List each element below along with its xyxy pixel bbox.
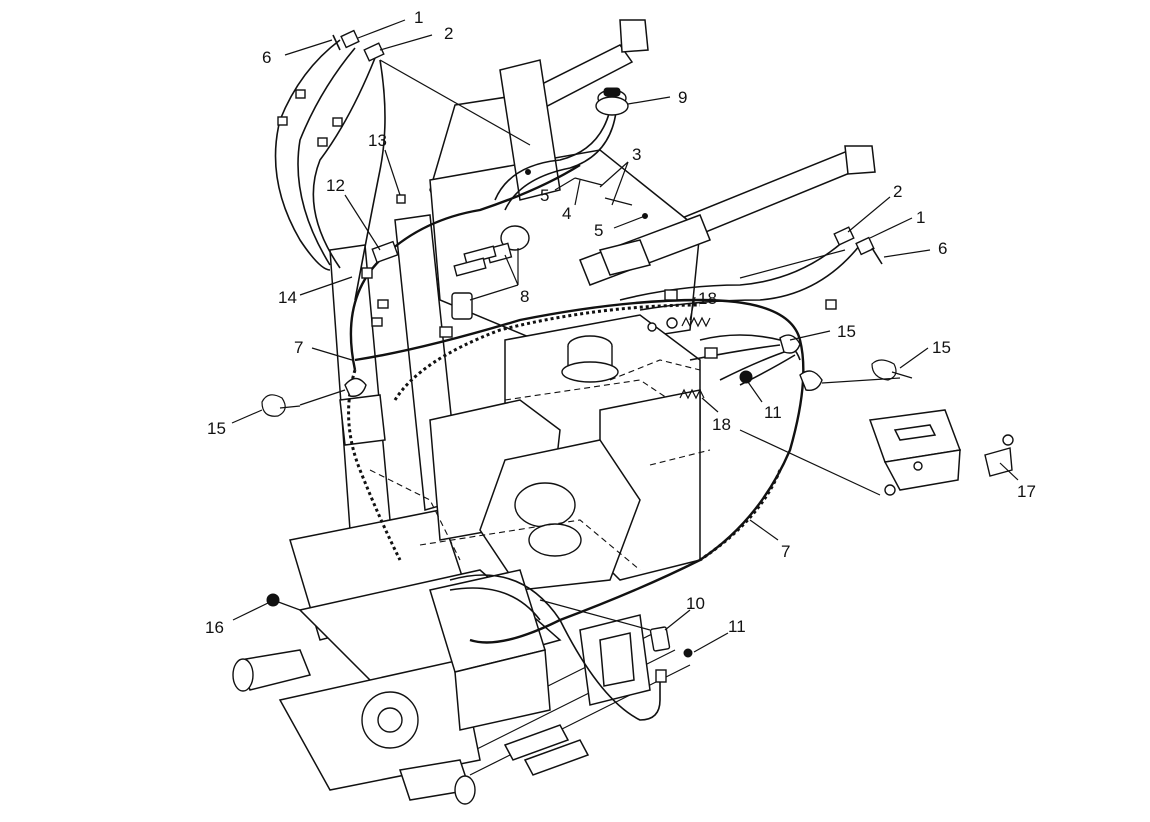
callout-15-right-upper: 15 <box>837 322 856 341</box>
callout-15-far-right: 15 <box>932 338 951 357</box>
callout-1-right: 1 <box>916 208 925 227</box>
callout-7-left: 7 <box>294 338 303 357</box>
callout-1-top: 1 <box>414 8 423 27</box>
callout-18-lower: 18 <box>712 415 731 434</box>
callout-3: 3 <box>632 145 641 164</box>
callout-15-left: 15 <box>207 419 226 438</box>
callout-10: 10 <box>686 594 705 613</box>
callout-5-upper: 5 <box>540 186 549 205</box>
callout-2-top: 2 <box>444 24 453 43</box>
callout-14: 14 <box>278 288 297 307</box>
callout-8: 8 <box>520 287 529 306</box>
callout-6-top: 6 <box>262 48 271 67</box>
callout-11-lower: 11 <box>728 617 746 636</box>
callout-16: 16 <box>205 618 224 637</box>
wiring-harness <box>274 39 861 721</box>
callout-7-right: 7 <box>781 542 790 561</box>
components <box>261 29 1014 683</box>
callout-12: 12 <box>326 176 345 195</box>
callout-labels: 1 2 6 9 3 13 5 4 5 12 2 1 6 14 8 18 15 1… <box>205 8 1036 637</box>
callout-17: 17 <box>1017 482 1036 501</box>
callout-18-upper: 18 <box>698 289 717 308</box>
callout-9: 9 <box>678 88 687 107</box>
callout-11-upper: 11 <box>764 403 782 422</box>
callout-6-right: 6 <box>938 239 947 258</box>
leader-lines <box>231 19 1019 653</box>
callout-2-right: 2 <box>893 182 902 201</box>
callout-5-lower: 5 <box>594 221 603 240</box>
callout-13: 13 <box>368 131 387 150</box>
callout-4: 4 <box>562 204 571 223</box>
